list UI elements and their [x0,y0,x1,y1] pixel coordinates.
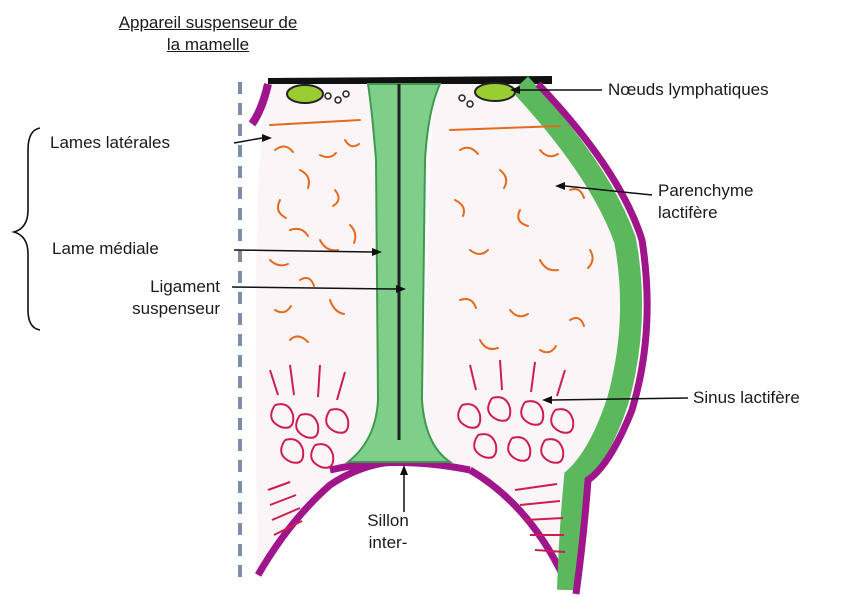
sillon-line-2: inter- [338,532,438,554]
ligament-line-1: Ligament [60,276,220,298]
ligament-line-2: suspenseur [60,298,220,320]
lymph-node-right [475,83,515,101]
label-sinus-lactifere: Sinus lactifère [693,387,800,409]
left-half-fill [256,84,392,575]
label-lame-mediale: Lame médiale [52,238,159,260]
lames-brace [14,128,40,330]
title-line-1: Appareil suspenseur de [58,12,358,34]
label-ligament-suspenseur: Ligament suspenseur [60,276,220,320]
diagram-title: Appareil suspenseur de la mamelle [58,12,358,56]
label-noeuds-lymphatiques: Nœuds lymphatiques [608,79,769,101]
parenchyme-line-1: Parenchyme [658,180,753,202]
lymph-node-left [287,85,323,103]
label-parenchyme-lactifere: Parenchyme lactifère [658,180,753,224]
sillon-arch [330,463,470,471]
title-line-2: la mamelle [58,34,358,56]
label-lames-laterales: Lames latérales [50,132,170,154]
sillon-line-1: Sillon [338,510,438,532]
parenchyme-line-2: lactifère [658,202,753,224]
label-sillon-inter: Sillon inter- [338,510,438,554]
